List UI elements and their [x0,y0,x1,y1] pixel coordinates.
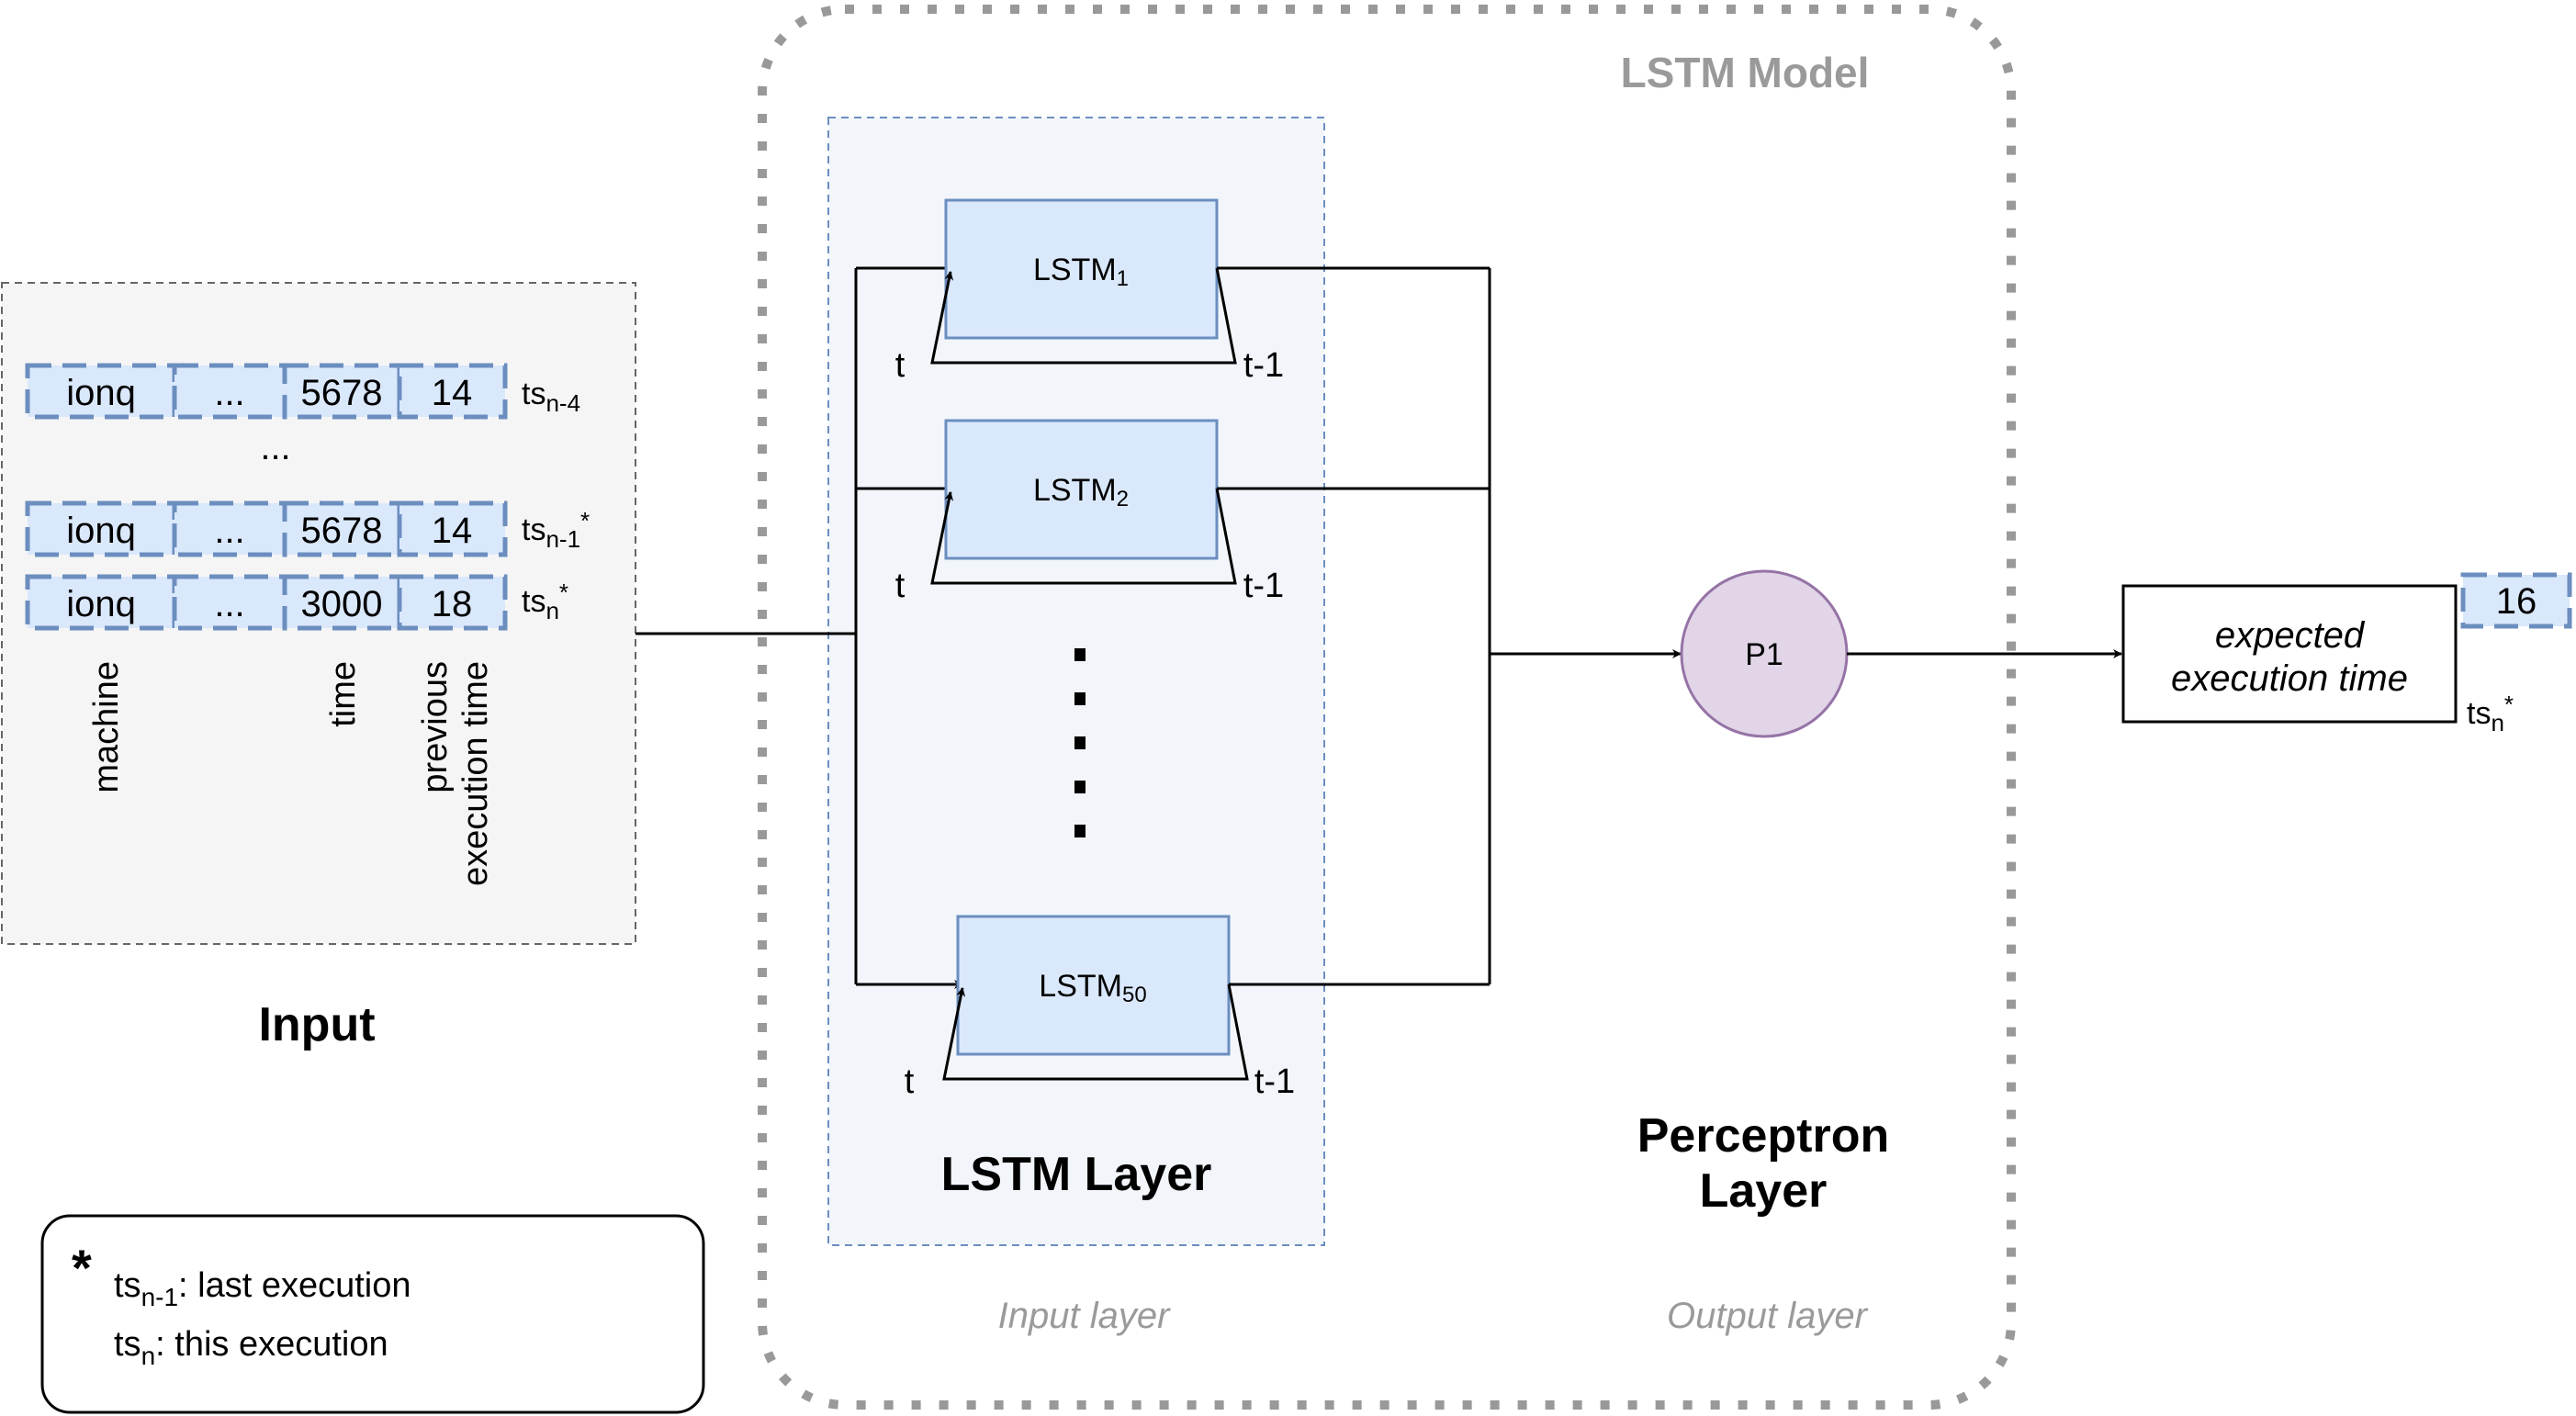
input-row: ionq ... 3000 18 tsn* [25,574,568,631]
perceptron-node-label: P1 [1745,637,1783,672]
loop-label-t-minus-1: t-1 [1243,567,1284,605]
input-title: Input [258,998,375,1051]
perceptron-layer-title-line2: Layer [1700,1164,1828,1218]
cell-text: ionq [66,373,136,413]
cell [172,363,287,420]
output-layer-caption: Output layer [1667,1296,1869,1336]
column-label-previous: previous [416,661,455,793]
lstm-model-container [758,5,2016,1410]
cell-text: ionq [66,584,136,624]
legend-line-this-execution: tsn: this execution [114,1325,388,1370]
lstm-unit-label: LSTM2 [1033,473,1129,511]
input-layer-caption: Input layer [998,1296,1171,1336]
cell [282,500,402,557]
input-connector [636,264,963,989]
lstm-output-connector [1217,266,1682,986]
cell-text: 14 [432,373,473,413]
cell [25,363,177,420]
cell-text: 18 [432,584,473,624]
input-row: ionq ... 5678 14 tsn-1* [25,500,590,557]
lstm-cell [944,419,1219,560]
recurrent-loop [930,267,1237,365]
cell [397,363,508,420]
output-timestamp: tsn* [2467,691,2514,736]
loop-label-t: t [895,346,906,385]
row-timestamp: tsn-4 [522,376,580,417]
lstm-unit: LSTM1 t t-1 [895,198,1284,385]
lstm-layer-title: LSTM Layer [941,1148,1212,1201]
lstm-model-title: LSTM Model [1621,49,1870,96]
cell-text: ... [214,584,244,624]
lstm-cell [944,198,1219,340]
lstm-units-ellipsis [1074,648,1086,837]
recurrent-loop [942,983,1249,1081]
cell-text: 14 [432,511,473,551]
cell [172,500,287,557]
cell [25,574,177,631]
cell [172,574,287,631]
cell-text: ionq [66,511,136,551]
cell-text: ... [214,511,244,551]
cell-text: 5678 [301,511,383,551]
cell [397,500,508,557]
cell-text: 5678 [301,373,383,413]
column-label-execution-time: execution time [456,661,495,886]
lstm-unit: LSTM2 t t-1 [895,419,1284,605]
lstm-unit: LSTM50 t t-1 [905,915,1295,1101]
row-timestamp: tsn-1* [522,507,590,553]
perceptron-layer-title-line1: Perceptron [1637,1109,1890,1163]
cell-text: 3000 [301,584,383,624]
loop-label-t: t [905,1062,915,1101]
output-box [2121,584,2458,724]
lstm-unit-label: LSTM1 [1033,253,1129,291]
output-label-line1: expected [2215,615,2366,656]
rows-ellipsis: ... [260,427,290,467]
cell-text: ... [214,373,244,413]
loop-label-t-minus-1: t-1 [1243,346,1284,385]
column-label-machine: machine [87,661,126,793]
column-label-time: time [324,661,363,727]
row-timestamp: tsn* [522,579,568,624]
cell [25,500,177,557]
legend-box [40,1214,705,1414]
legend-marker: * [72,1239,92,1297]
output-value-cell [2460,572,2572,629]
recurrent-loop [930,488,1237,585]
loop-label-t: t [895,567,906,605]
input-row: ionq ... 5678 14 tsn-4 [25,363,580,420]
output-value: 16 [2496,581,2537,622]
output-label-line2: execution time [2171,658,2408,699]
lstm-cell [956,915,1231,1056]
loop-label-t-minus-1: t-1 [1254,1062,1295,1101]
cell [397,574,508,631]
legend-line-last-execution: tsn-1: last execution [114,1266,411,1311]
lstm-unit-label: LSTM50 [1039,969,1146,1007]
